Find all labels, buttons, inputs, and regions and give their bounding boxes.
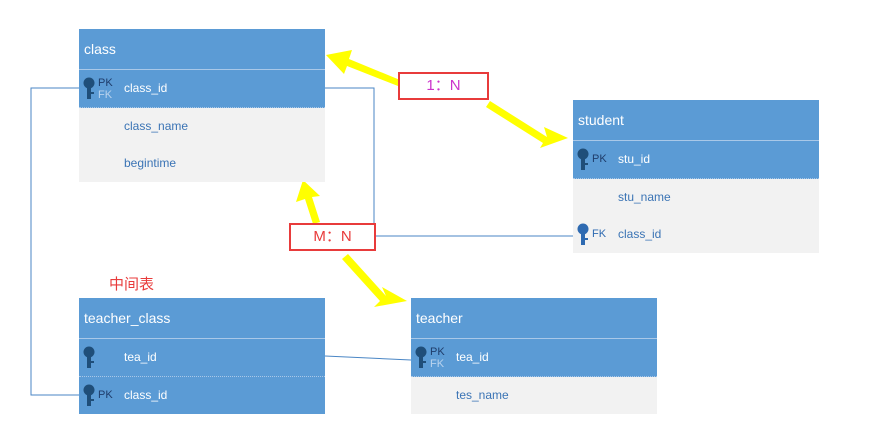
- field-teacher-tea-id[interactable]: PK FK tea_id: [411, 339, 657, 377]
- field-name: class_id: [124, 81, 168, 95]
- table-teacher-class-title: teacher_class: [79, 298, 325, 339]
- connector-class-student: [325, 87, 573, 237]
- field-tc-class-id[interactable]: PK class_id: [79, 377, 325, 414]
- arrow-to-student: [486, 101, 568, 148]
- field-name: tea_id: [456, 350, 489, 364]
- field-name: begintime: [124, 156, 177, 170]
- table-student-title: student: [573, 100, 819, 141]
- relation-label-many-to-many: M：N: [289, 223, 376, 251]
- arrow-to-class: [326, 50, 400, 86]
- field-begintime[interactable]: begintime: [79, 145, 325, 182]
- field-name: class_id: [124, 388, 168, 402]
- arrow-to-class-bottom: [296, 180, 320, 224]
- key-icon: PK: [82, 384, 122, 410]
- field-stu-name[interactable]: stu_name: [573, 179, 819, 216]
- key-icon: FK: [576, 223, 616, 249]
- key-icon: PK FK: [414, 346, 454, 372]
- field-stu-id[interactable]: PK stu_id: [573, 141, 819, 179]
- field-name: tea_id: [124, 350, 157, 364]
- field-name: class_name: [124, 119, 189, 133]
- field-name: stu_name: [618, 190, 671, 204]
- field-student-class-id[interactable]: FK class_id: [573, 216, 819, 253]
- key-icon: [82, 346, 122, 372]
- field-class-id[interactable]: PK FK class_id: [79, 70, 325, 108]
- field-name: class_id: [618, 227, 662, 241]
- table-class-title: class: [79, 29, 325, 70]
- field-class-name[interactable]: class_name: [79, 108, 325, 145]
- field-tes-name[interactable]: tes_name: [411, 377, 657, 414]
- table-student[interactable]: student PK stu_id stu_name FK class_id: [573, 100, 819, 253]
- table-class[interactable]: class PK FK class_id class_name begintim…: [79, 29, 325, 182]
- connector-teacher-class-teacher: [324, 355, 412, 361]
- key-icon: PK FK: [82, 77, 122, 103]
- table-teacher[interactable]: teacher PK FK tea_id tes_name: [411, 298, 657, 414]
- connector-class-teacher-class: [30, 87, 80, 396]
- field-name: tes_name: [456, 388, 509, 402]
- key-icon: PK: [576, 148, 616, 174]
- junction-table-note: 中间表: [109, 276, 155, 293]
- table-teacher-class[interactable]: teacher_class tea_id PK class_id: [79, 298, 325, 414]
- field-name: stu_id: [618, 152, 651, 166]
- arrow-to-teacher: [342, 254, 407, 307]
- relation-label-one-to-many: 1：N: [398, 72, 489, 100]
- table-teacher-title: teacher: [411, 298, 657, 339]
- field-tc-tea-id[interactable]: tea_id: [79, 339, 325, 377]
